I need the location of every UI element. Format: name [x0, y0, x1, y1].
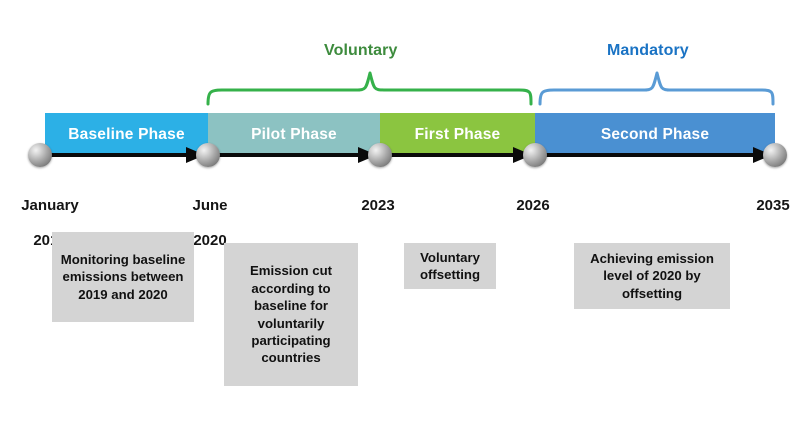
timeline-node-2020[interactable] [196, 143, 220, 167]
description-box-second: Achieving emission level of 2020 by offs… [574, 243, 730, 309]
description-text: Voluntary offsetting [419, 249, 481, 282]
group-label-voluntary: Voluntary [324, 42, 398, 59]
date-label-2023: 2023 [338, 180, 418, 232]
brace-voluntary [206, 71, 533, 106]
date-line-secondary: 2020 [193, 231, 227, 249]
description-box-first: Voluntary offsetting [404, 243, 496, 289]
date-label-2026: 2026 [493, 180, 573, 232]
group-label-mandatory: Mandatory [607, 42, 689, 59]
description-box-baseline: Monitoring baseline emissions between 20… [52, 232, 194, 322]
timeline-node-2026[interactable] [523, 143, 547, 167]
description-box-pilot: Emission cut according to baseline for v… [224, 243, 358, 386]
date-line-primary: June [192, 197, 228, 215]
date-line-primary: 2026 [516, 197, 550, 215]
date-label-2035: 2035 [733, 180, 799, 232]
description-text: Achieving emission level of 2020 by offs… [590, 250, 714, 301]
phase-label-second: Second Phase [600, 125, 710, 143]
date-line-primary: January [21, 197, 79, 215]
phase-bar-second[interactable]: Second Phase [535, 113, 775, 156]
date-line-primary: 2035 [756, 197, 790, 215]
phase-bar-baseline[interactable]: Baseline Phase [45, 113, 208, 156]
phase-label-baseline: Baseline Phase [68, 125, 185, 143]
timeline-node-2023[interactable] [368, 143, 392, 167]
description-text: Emission cut according to baseline for v… [249, 263, 333, 366]
description-text: Monitoring baseline emissions between 20… [60, 251, 186, 302]
phase-bar-pilot[interactable]: Pilot Phase [208, 113, 380, 156]
phase-bar-first[interactable]: First Phase [380, 113, 535, 156]
phase-label-first: First Phase [414, 125, 501, 143]
phase-bar-track: Baseline Phase Pilot Phase First Phase S… [45, 113, 775, 156]
phase-label-pilot: Pilot Phase [251, 125, 337, 143]
brace-mandatory [538, 71, 775, 106]
timeline-node-2035[interactable] [763, 143, 787, 167]
date-label-2020: June 2020 [170, 180, 250, 266]
timeline-node-2019[interactable] [28, 143, 52, 167]
date-line-primary: 2023 [361, 197, 395, 215]
